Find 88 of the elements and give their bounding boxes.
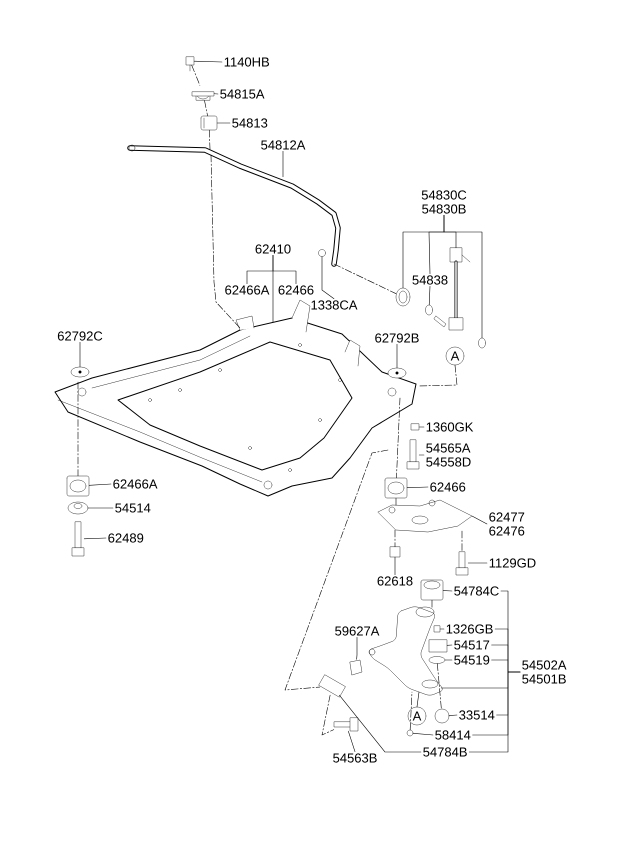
part-number: 54830C 54830B (422, 190, 466, 214)
reference-line (416, 692, 420, 708)
part-number: 62489 (108, 533, 144, 543)
leader-line (440, 628, 444, 630)
washer (68, 502, 88, 514)
leader-line (418, 454, 424, 456)
bolt (456, 552, 468, 576)
leader-line (214, 93, 218, 94)
dust-boot (428, 640, 448, 652)
part-number: 59627A (335, 626, 380, 636)
bolt (72, 522, 84, 556)
part-number: 1326GB (446, 624, 493, 634)
leader-line (440, 672, 520, 688)
leader-line (396, 344, 398, 368)
leader-line (418, 426, 424, 428)
leader-line (84, 538, 106, 540)
o-ring (428, 656, 446, 664)
part-number: 62466 (278, 285, 314, 295)
leader-line (394, 556, 396, 575)
leader-line (472, 516, 488, 524)
leader-line (282, 151, 284, 178)
alignment-line (410, 692, 412, 730)
part-number: 33514 (459, 710, 494, 720)
part-number: 1140HB (224, 57, 270, 67)
leader-line (322, 256, 334, 299)
part-number: 54565A 54558D (426, 443, 471, 467)
leader-line (468, 562, 488, 564)
leader-line (216, 122, 230, 124)
part-number: 54784C (454, 586, 499, 596)
part-number: 62466 (430, 482, 466, 492)
leader-line (442, 590, 452, 592)
leader-line (194, 60, 222, 62)
leader-line (444, 215, 482, 338)
leader-line (412, 732, 434, 736)
o-ring (425, 304, 433, 316)
leader-line (348, 730, 356, 752)
part-number: 54519 (454, 655, 490, 665)
part-number: 54784B (423, 747, 467, 757)
alignment-line (208, 130, 210, 150)
leader-line (88, 484, 112, 486)
alignment-line (322, 694, 334, 736)
bolt (334, 718, 358, 732)
part-number: 1129GD (490, 558, 536, 568)
leader-line (448, 714, 458, 716)
leader-line (428, 286, 430, 306)
leader-line (272, 255, 296, 284)
bolt (186, 56, 194, 72)
part-number: 62618 (378, 576, 412, 586)
part-number: 62466A (225, 285, 270, 295)
nut (406, 730, 414, 736)
nut (390, 546, 400, 558)
clamp (192, 92, 214, 100)
alignment-line (191, 64, 200, 86)
grommet (396, 288, 410, 306)
part-number: 54815A (220, 89, 264, 99)
part-number: 54517 (454, 640, 490, 650)
part-number: 54563B (333, 753, 377, 763)
part-number: 62477 62476 (489, 512, 524, 536)
leader-line (406, 486, 428, 488)
bushing (420, 580, 444, 600)
alignment-line (284, 450, 388, 690)
reference-line (418, 364, 458, 386)
alignment-line (334, 264, 396, 294)
part-number: 54813 (232, 118, 268, 128)
alignment-line (204, 100, 208, 116)
part-number: 54838 (412, 275, 448, 285)
alignment-line (396, 398, 400, 478)
o-ring (478, 338, 486, 348)
nut (410, 424, 420, 430)
leader-line (446, 644, 452, 646)
alignment-line (394, 530, 396, 548)
bushing (200, 116, 218, 130)
nut (434, 626, 440, 632)
bushing (318, 674, 346, 698)
part-number: 54812A (261, 140, 306, 150)
part-number: 1360GK (426, 422, 474, 432)
part-number: 58414 (435, 730, 470, 740)
part-number: 54502A 54501B (522, 660, 566, 684)
alignment-line (437, 663, 442, 710)
ball-joint (434, 708, 450, 724)
leader-line (339, 694, 422, 752)
part-number: 54514 (115, 503, 150, 513)
bracket-plate (378, 500, 472, 532)
leader-line (356, 637, 358, 660)
alignment-line (210, 154, 240, 328)
bushing (350, 660, 362, 676)
bolt (406, 440, 420, 470)
bushing (384, 478, 408, 498)
